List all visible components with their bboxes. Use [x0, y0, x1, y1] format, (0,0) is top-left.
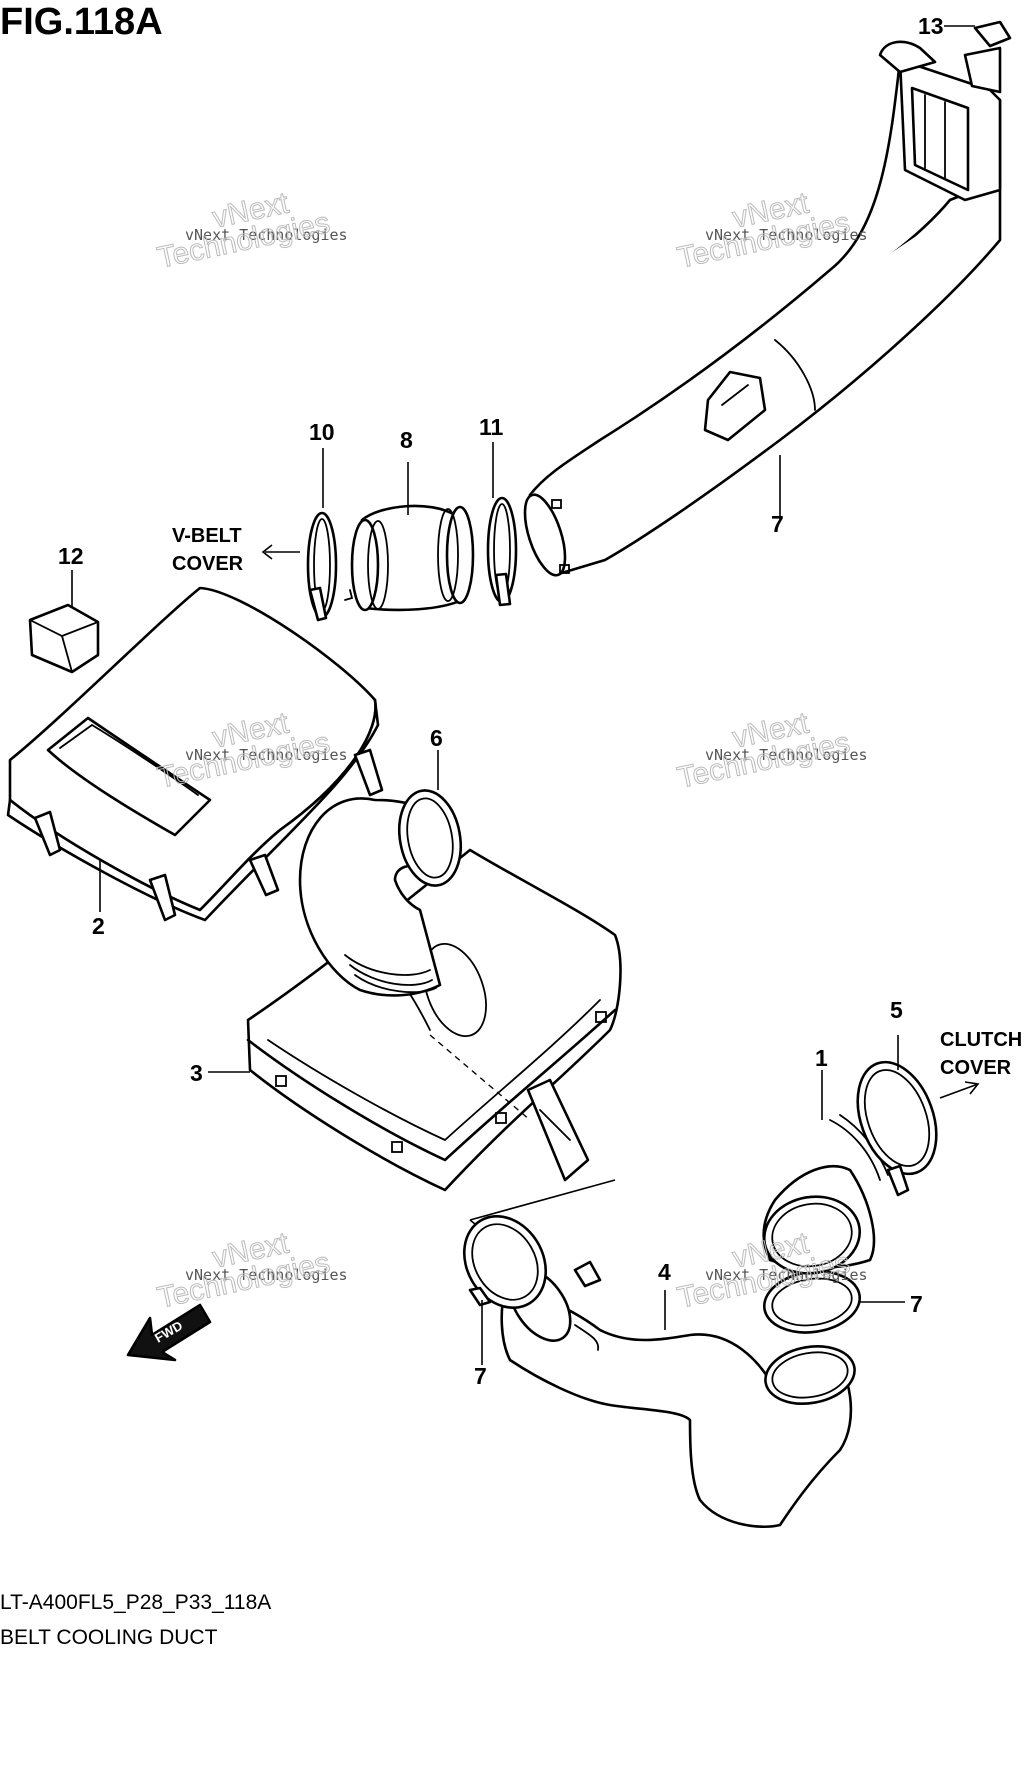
watermark-text: vNext Technologies	[705, 1266, 868, 1284]
part-9-joint-hose[interactable]	[344, 504, 475, 612]
part-11-clamp[interactable]	[486, 496, 518, 607]
callout-8: 7	[771, 511, 784, 537]
note-vbelt-line2: COVER	[172, 553, 244, 575]
part-7-clamp-left[interactable]	[448, 1201, 562, 1322]
callout-9: 8	[400, 427, 413, 453]
part-1-elbow-hose[interactable]	[758, 1114, 889, 1281]
part-13-pad[interactable]	[973, 20, 1012, 48]
watermark-text: vNext Technologies	[705, 226, 868, 244]
callout-12: 12	[58, 543, 84, 569]
watermark-text: vNext Technologies	[705, 746, 868, 764]
figure-caption: BELT COOLING DUCT	[0, 1626, 218, 1649]
part-6-elbow-hose[interactable]	[298, 786, 468, 997]
part-12-pad[interactable]	[28, 603, 100, 674]
note-clutch-line2: COVER	[940, 1057, 1012, 1079]
part-10-clamp[interactable]	[306, 511, 338, 622]
callout-2: 2	[92, 913, 105, 939]
callout-10: 10	[309, 419, 335, 445]
part-5-clamp[interactable]	[843, 1051, 950, 1197]
callout-3: 3	[190, 1060, 203, 1086]
note-clutch-line1: CLUTCH	[940, 1029, 1022, 1051]
watermark-text: vNext Technologies	[185, 1266, 348, 1284]
callout-4: 4	[658, 1259, 671, 1285]
callout-1: 1	[815, 1045, 828, 1071]
callout-11: 11	[479, 414, 504, 440]
callout-5: 5	[890, 997, 903, 1023]
note-vbelt-line1: V-BELT	[172, 525, 242, 547]
part-3-lower-case[interactable]	[246, 848, 622, 1192]
fwd-arrow-icon: FWD	[126, 1303, 212, 1362]
callout-7-right: 7	[910, 1291, 923, 1317]
leader-lines	[71, 25, 980, 1365]
callout-13: 13	[918, 13, 944, 39]
part-8-upper-duct[interactable]	[517, 40, 1002, 580]
figure-title: FIG.118A	[0, 1, 163, 43]
callout-7-left: 7	[474, 1363, 487, 1389]
watermark-text: vNext Technologies	[185, 226, 348, 244]
callout-6: 6	[430, 725, 443, 751]
watermark-text: vNext Technologies	[185, 746, 348, 764]
figure-code: LT-A400FL5_P28_P33_118A	[0, 1591, 271, 1614]
